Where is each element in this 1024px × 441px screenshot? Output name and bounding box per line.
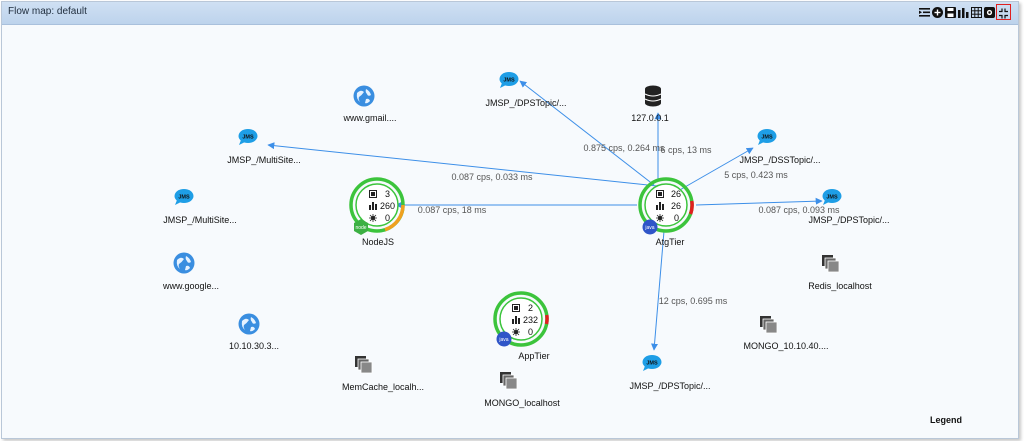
svg-text:JMS: JMS bbox=[646, 361, 658, 367]
java-badge-icon: java bbox=[642, 219, 658, 235]
add-circle-icon[interactable] bbox=[932, 7, 943, 18]
jms-icon[interactable]: JMS bbox=[822, 189, 842, 210]
svg-text:JMS: JMS bbox=[503, 78, 515, 84]
jms-icon[interactable]: JMS bbox=[642, 355, 662, 376]
edge-label-atg-nodejs: 0.087 cps, 18 ms bbox=[417, 205, 487, 215]
edge-label-atg-dpstopic-right: 0.087 cps, 0.093 ms bbox=[758, 205, 840, 215]
jms-dpstopic-top-label: JMSP_/DPSTopic/... bbox=[485, 98, 567, 108]
jms-icon[interactable]: JMS bbox=[499, 72, 519, 93]
edge-atg-dsstopic[interactable] bbox=[677, 147, 754, 192]
edge-layer bbox=[267, 80, 823, 351]
redis-label: Redis_localhost bbox=[808, 281, 872, 291]
save-icon[interactable] bbox=[945, 7, 956, 18]
bar-chart-icon bbox=[512, 316, 520, 324]
grid-icon[interactable] bbox=[971, 7, 982, 18]
panel-title: Flow map: default bbox=[8, 6, 87, 17]
edge-label-atg-dpstopic-top: 0.875 cps, 0.264 ms bbox=[583, 143, 665, 153]
calls-icon bbox=[656, 190, 664, 198]
tier-rate: 232 bbox=[523, 315, 539, 325]
tier-atgtier[interactable]: 26 26 0 java bbox=[638, 177, 694, 235]
collapse-icon[interactable] bbox=[998, 8, 1009, 19]
jms-dsstopic-label: JMSP_/DSSTopic/... bbox=[739, 155, 821, 165]
tier-nodejs-label: NodeJS bbox=[361, 237, 395, 247]
list-indent-icon[interactable] bbox=[919, 7, 930, 18]
edge-atg-dpstopic-bottom[interactable] bbox=[651, 230, 665, 351]
svg-text:JMS: JMS bbox=[178, 195, 190, 201]
tier-errors: 0 bbox=[528, 327, 534, 337]
edge-atg-dpstopic-right[interactable] bbox=[695, 197, 823, 206]
error-icon bbox=[512, 328, 520, 336]
jms-icon[interactable]: JMS bbox=[757, 129, 777, 150]
tier-calls: 2 bbox=[528, 303, 534, 313]
tier-rate: 260 bbox=[380, 201, 396, 211]
globe-icon[interactable] bbox=[353, 85, 375, 112]
edge-label-atg-db: 6 cps, 13 ms bbox=[660, 145, 712, 155]
svg-text:JMS: JMS bbox=[761, 135, 773, 141]
error-icon bbox=[369, 214, 377, 222]
tier-atgtier-label: AtgTier bbox=[655, 237, 685, 247]
bar-chart-icon[interactable] bbox=[958, 7, 969, 18]
edge-label-atg-dsstopic: 5 cps, 0.423 ms bbox=[724, 170, 788, 180]
google-label: www.google... bbox=[162, 281, 220, 291]
svg-text:java: java bbox=[498, 337, 508, 343]
database-icon[interactable] bbox=[644, 85, 662, 112]
bar-chart-icon bbox=[369, 202, 377, 210]
cache-icon[interactable] bbox=[354, 355, 374, 380]
settings-icon[interactable] bbox=[984, 7, 995, 18]
edge-atg-multisite[interactable] bbox=[267, 142, 658, 187]
mongo-ip-label: MONGO_10.10.40.... bbox=[743, 341, 829, 351]
mongo-icon[interactable] bbox=[759, 315, 779, 340]
collapse-button[interactable] bbox=[996, 4, 1011, 20]
svg-text:JMS: JMS bbox=[242, 135, 254, 141]
tier-errors: 0 bbox=[385, 213, 391, 223]
edge-label-atg-multisite: 0.087 cps, 0.033 ms bbox=[451, 172, 533, 182]
tier-errors: 0 bbox=[674, 213, 680, 223]
tier-nodejs[interactable]: 3 260 0 node bbox=[349, 177, 405, 235]
mongo-localhost-label: MONGO_localhost bbox=[484, 398, 560, 408]
jms-multisite2-label: JMSP_/MultiSite... bbox=[163, 215, 237, 225]
calls-icon bbox=[512, 304, 520, 312]
memcache-label: MemCache_localh... bbox=[341, 382, 425, 392]
svg-text:java: java bbox=[644, 225, 654, 231]
globe-icon[interactable] bbox=[173, 252, 195, 279]
jms-multisite1-label: JMSP_/MultiSite... bbox=[227, 155, 301, 165]
tier-rate: 26 bbox=[671, 201, 682, 211]
tier-calls: 3 bbox=[385, 189, 391, 199]
calls-icon bbox=[369, 190, 377, 198]
jms-icon[interactable]: JMS bbox=[238, 129, 258, 150]
globe-icon[interactable] bbox=[238, 313, 260, 340]
db-label: 127.0.0.1 bbox=[631, 113, 669, 123]
jms-icon[interactable]: JMS bbox=[174, 189, 194, 210]
tier-apptier[interactable]: 2 232 0 java bbox=[493, 291, 549, 347]
svg-text:node: node bbox=[355, 225, 366, 231]
bar-chart-icon bbox=[656, 202, 664, 210]
edge-atg-dpstopic-top[interactable] bbox=[519, 80, 655, 186]
edge-label-atg-dpstopic-bottom: 12 cps, 0.695 ms bbox=[658, 296, 728, 306]
panel-header: Flow map: default bbox=[2, 2, 1018, 25]
svg-text:JMS: JMS bbox=[826, 195, 838, 201]
redis-icon[interactable] bbox=[821, 254, 841, 279]
jms-dpstopic-right-label: JMSP_/DPSTopic/... bbox=[808, 215, 890, 225]
java-badge-icon: java bbox=[496, 331, 512, 347]
ip-label: 10.10.30.3... bbox=[228, 341, 280, 351]
gmail-label: www.gmail.... bbox=[343, 113, 397, 123]
tier-calls: 26 bbox=[671, 189, 682, 199]
tier-apptier-label: AppTier bbox=[518, 351, 550, 361]
mongo-icon[interactable] bbox=[499, 371, 519, 396]
node-badge-icon: node bbox=[354, 219, 368, 235]
flow-map-canvas[interactable]: 0.087 cps, 0.033 ms 0.087 cps, 18 ms 0.8… bbox=[2, 25, 1018, 438]
error-icon bbox=[656, 214, 664, 222]
jms-dpstopic-bottom-label: JMSP_/DPSTopic/... bbox=[629, 381, 711, 391]
legend-link[interactable]: Legend bbox=[930, 415, 963, 425]
